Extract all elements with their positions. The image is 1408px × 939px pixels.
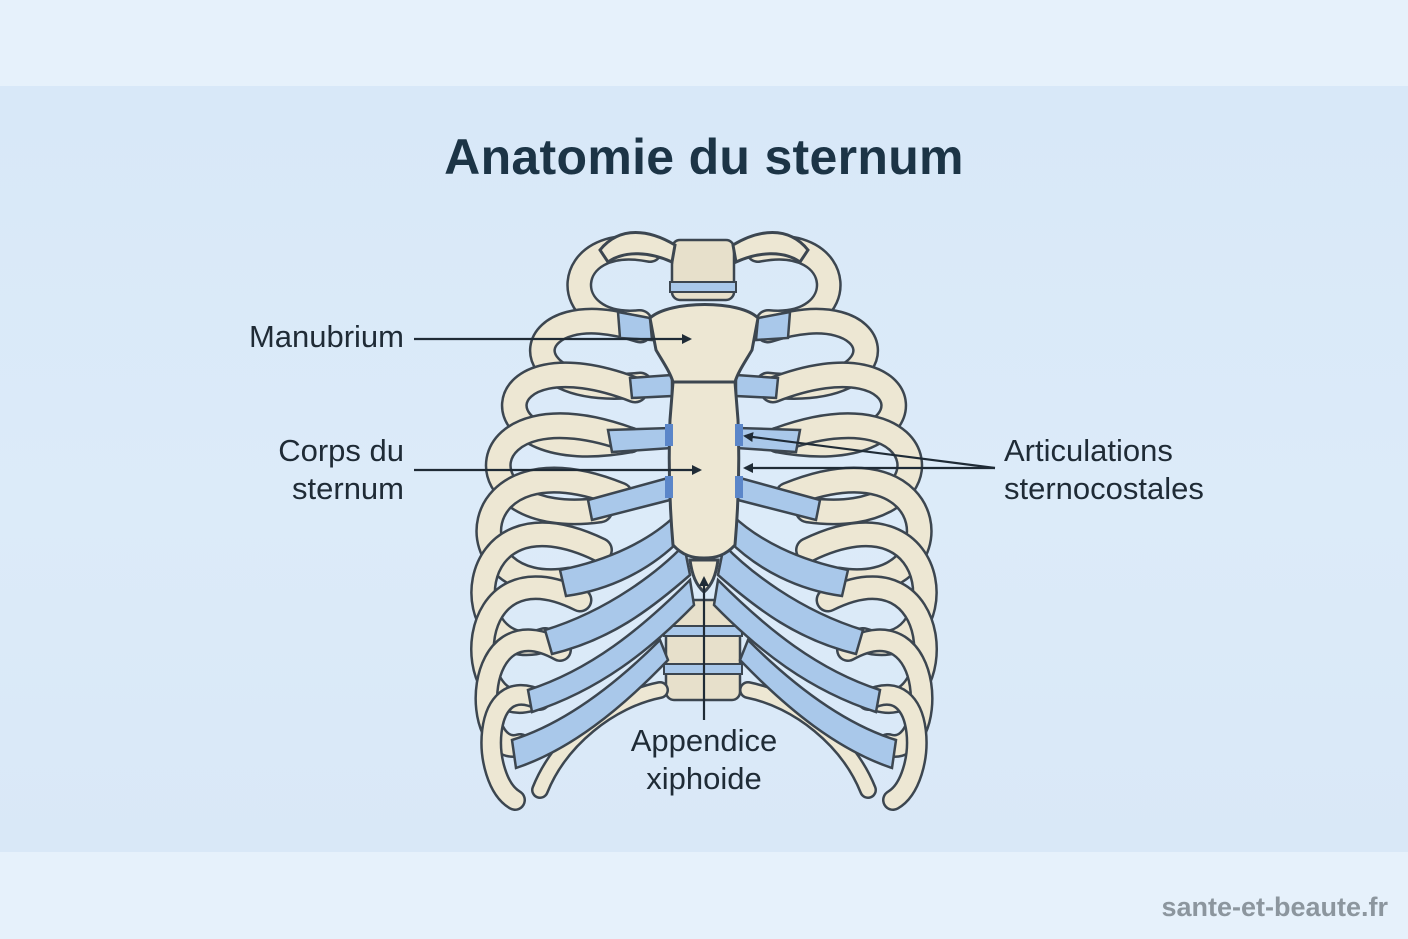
label-corps-du-sternum: Corps du sternum [278, 432, 404, 508]
label-articulations-line1: Articulations [1004, 432, 1204, 470]
label-appendice-line2: xiphoide [604, 760, 804, 798]
label-manubrium: Manubrium [249, 318, 404, 356]
label-articulations-sternocostales: Articulations sternocostales [1004, 432, 1204, 508]
label-appendice-xiphoide: Appendice xiphoide [604, 722, 804, 798]
label-manubrium-text: Manubrium [249, 319, 404, 354]
watermark: sante-et-beaute.fr [1161, 892, 1388, 923]
label-appendice-line1: Appendice [604, 722, 804, 760]
label-corps-line1: Corps du [278, 432, 404, 470]
label-articulations-line2: sternocostales [1004, 470, 1204, 508]
label-corps-line2: sternum [278, 470, 404, 508]
manubrium-shape [650, 305, 758, 383]
